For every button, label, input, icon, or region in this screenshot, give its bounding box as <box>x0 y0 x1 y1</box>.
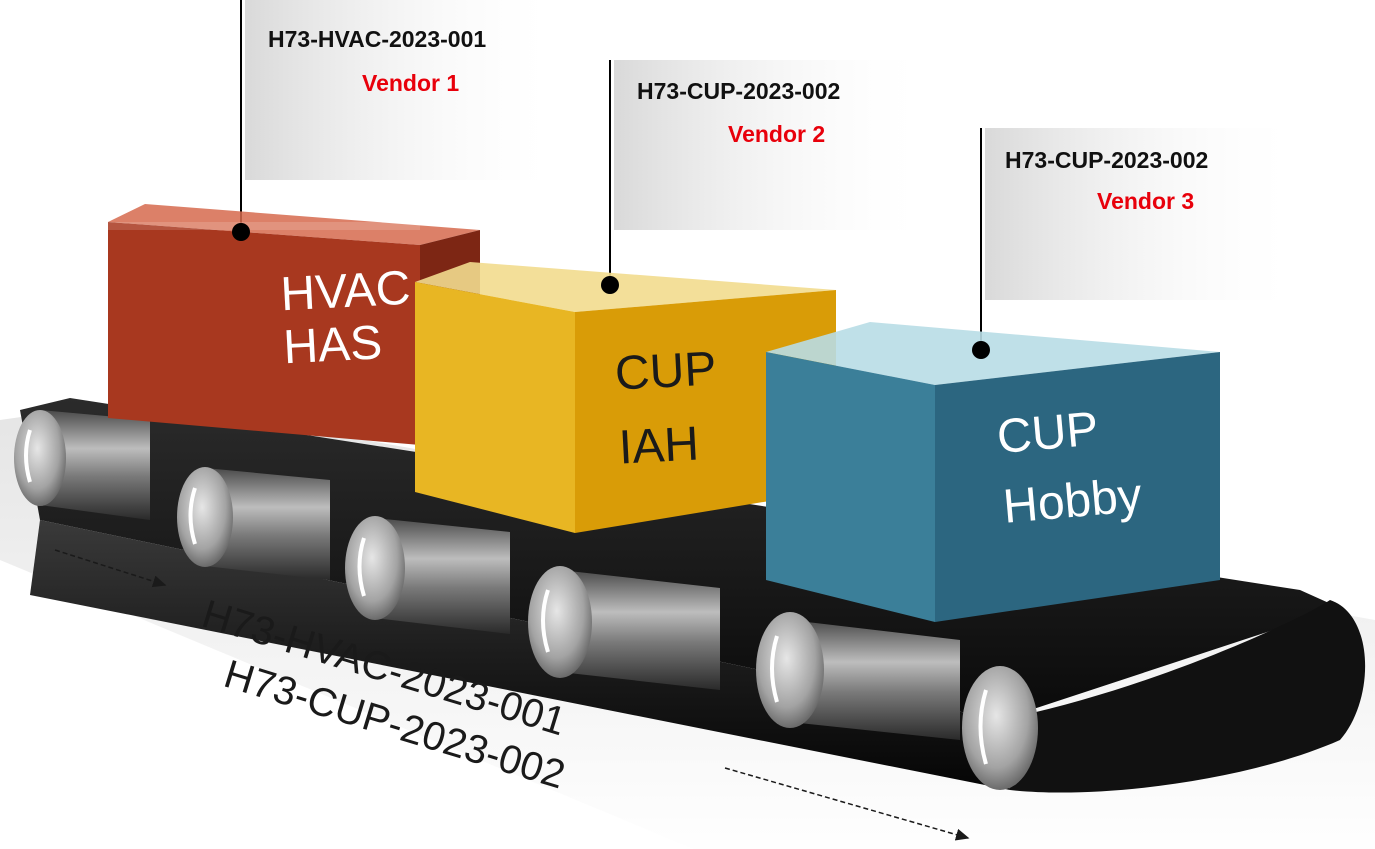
rollers <box>14 410 1038 790</box>
roller <box>345 516 510 634</box>
box-label-line2: HAS <box>282 316 384 375</box>
belt-end-curve <box>1000 600 1366 793</box>
roller <box>177 467 330 580</box>
box-label-line2: IAH <box>617 417 701 475</box>
flag-code-1: H73-HVAC-2023-001 <box>268 26 487 52</box>
roller <box>962 666 1038 790</box>
flag-panel <box>245 0 565 180</box>
box-front <box>766 352 935 622</box>
direction-arrow <box>724 767 970 841</box>
flag-vendor-3: Vendor 3 <box>1097 188 1195 214</box>
box-label-line1: HVAC <box>279 261 412 322</box>
box-label-line1: CUP <box>994 402 1101 465</box>
flag-pin <box>601 276 619 294</box>
roller <box>14 410 150 520</box>
flag <box>609 60 934 285</box>
flag-panel <box>614 60 934 230</box>
box-top <box>415 262 836 312</box>
conveyor-belt <box>20 398 1366 793</box>
direction-arrow <box>54 549 167 588</box>
box-top <box>766 322 1220 385</box>
flag-vendor-1: Vendor 1 <box>362 70 460 96</box>
box-label-hvac: HVAC HAS <box>279 261 414 375</box>
box-front <box>415 282 575 533</box>
flag <box>980 128 1305 350</box>
box-cup-hobby <box>766 322 1220 622</box>
belt-top <box>20 398 1340 720</box>
box-label-line1: CUP <box>613 342 718 401</box>
belt-front <box>30 520 1010 790</box>
box-top <box>108 204 480 245</box>
roller <box>756 612 960 740</box>
box-front <box>108 222 420 445</box>
flag-pin <box>232 223 250 241</box>
box-label-line2: Hobby <box>1000 468 1144 534</box>
flag <box>232 0 565 241</box>
flag-code-3: H73-CUP-2023-002 <box>1005 147 1209 173</box>
roller <box>528 566 720 690</box>
flag-vendor-2: Vendor 2 <box>728 121 826 147</box>
flag-panel <box>985 128 1305 300</box>
box-label-iah: CUP IAH <box>613 332 722 486</box>
flag-pin <box>972 341 990 359</box>
flag-code-2: H73-CUP-2023-002 <box>637 78 841 104</box>
box-label-hobby: CUP Hobby <box>994 391 1144 542</box>
box-side <box>935 352 1220 622</box>
